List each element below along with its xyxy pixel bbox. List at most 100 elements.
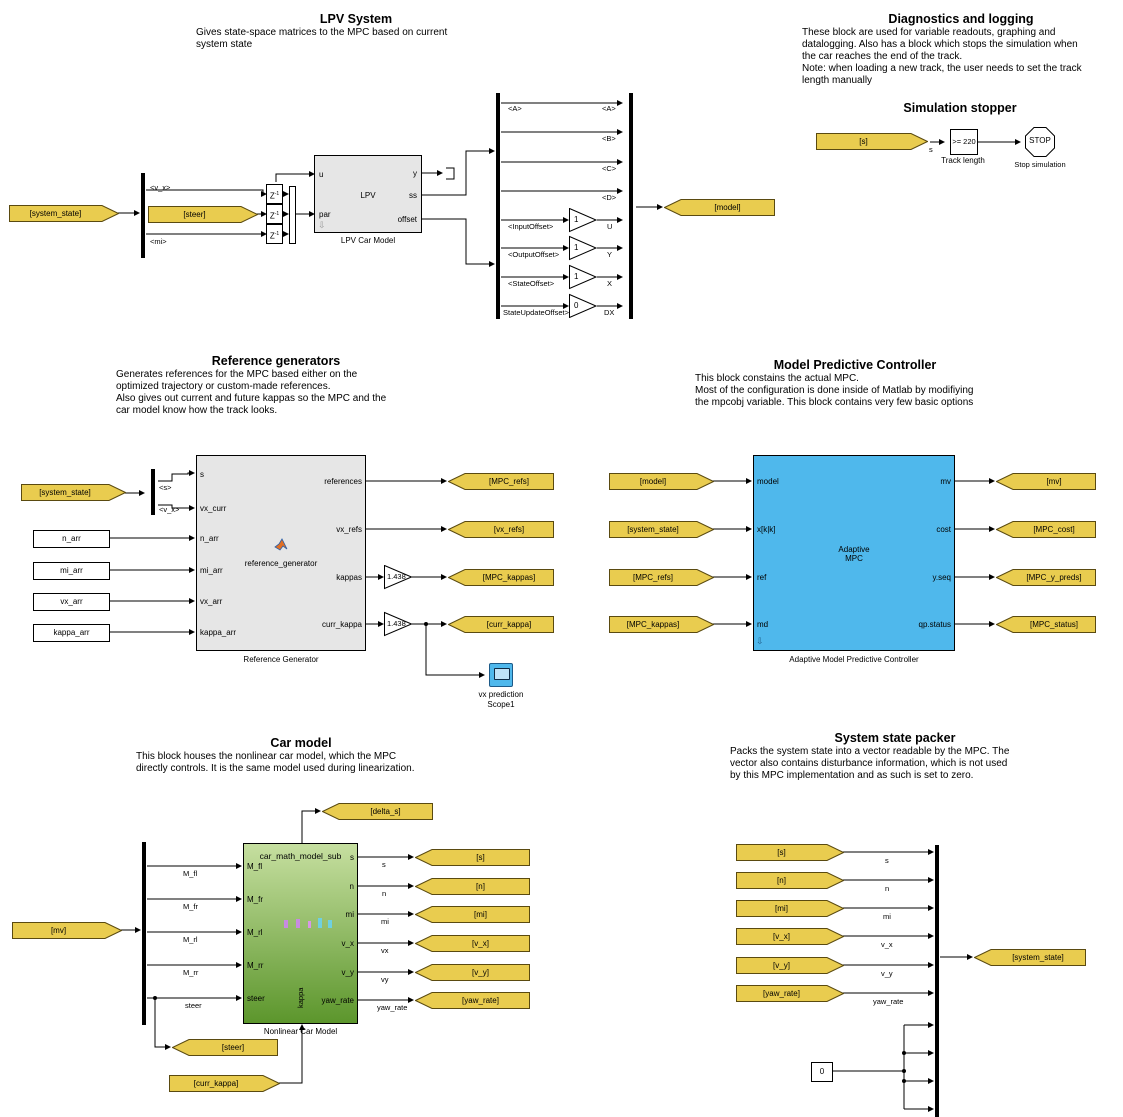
bus-creator-bar[interactable] — [629, 93, 633, 319]
from-tag-system-state[interactable]: [system_state] — [9, 205, 119, 222]
from-tag-s[interactable]: [s] — [816, 133, 928, 150]
tag-label: [v_y] — [472, 968, 489, 977]
tag-label: [steer] — [183, 210, 206, 219]
section-desc: Generates references for the MPC based e… — [116, 369, 436, 417]
goto-tag-mv[interactable]: [mv] — [996, 473, 1096, 490]
port-label: y.seq — [932, 573, 951, 582]
gain-block[interactable] — [384, 565, 413, 590]
goto-tag-mpc-kappas[interactable]: [MPC_kappas] — [448, 569, 554, 586]
gain-block[interactable] — [569, 264, 598, 290]
mux-block[interactable] — [289, 186, 296, 244]
goto-tag-mpc-status[interactable]: [MPC_status] — [996, 616, 1096, 633]
tag-label: [MPC_status] — [1029, 620, 1078, 629]
goto-tag-mpc-refs[interactable]: [MPC_refs] — [448, 473, 554, 490]
goto-tag-delta-s[interactable]: [delta_s] — [322, 803, 433, 820]
from-tag-yaw-rate[interactable]: [yaw_rate] — [736, 985, 844, 1002]
gain-value: 1 — [574, 243, 579, 252]
goto-tag-system-state[interactable]: [system_state] — [974, 949, 1086, 966]
from-tag-s[interactable]: [s] — [736, 844, 844, 861]
tag-label: [system_state] — [1012, 953, 1064, 962]
signal-label: v_x — [881, 940, 893, 949]
goto-tag-mpc-cost[interactable]: [MPC_cost] — [996, 521, 1096, 538]
block-caption: Scope1 — [487, 700, 515, 709]
scope-icon — [494, 668, 510, 680]
block-caption: LPV Car Model — [340, 236, 396, 245]
gain-value: 1.438 — [387, 619, 406, 628]
port-label: vx_arr — [200, 597, 223, 606]
goto-tag-model[interactable]: [model] — [664, 199, 775, 216]
from-tag-steer[interactable]: [steer] — [148, 206, 258, 223]
desc-line: Gives state-space matrices to the MPC ba… — [196, 27, 448, 38]
from-tag-mv[interactable]: [mv] — [12, 922, 122, 939]
goto-tag-v-y[interactable]: [v_y] — [415, 964, 530, 981]
mux-bar[interactable] — [935, 845, 939, 1117]
desc-line: system state — [196, 39, 253, 50]
signal-label: <C> — [602, 164, 617, 173]
section-title: System state packer — [834, 731, 956, 745]
from-tag-v-x[interactable]: [v_x] — [736, 928, 844, 945]
port-label: s — [200, 470, 204, 479]
constant-mi-arr[interactable]: mi_arr — [33, 562, 110, 580]
from-tag-mpc-kappas[interactable]: [MPC_kappas] — [609, 616, 714, 633]
block-caption: Nonlinear Car Model — [263, 1027, 338, 1036]
gain-block[interactable] — [569, 235, 598, 261]
goto-tag-v-x[interactable]: [v_x] — [415, 935, 530, 952]
tag-label: [curr_kappa] — [486, 620, 532, 629]
goto-tag-vx-refs[interactable]: [vx_refs] — [448, 521, 554, 538]
compare-to-constant-block[interactable]: >= 220 — [950, 129, 978, 155]
from-tag-system-state[interactable]: [system_state] — [609, 521, 714, 538]
from-tag-n[interactable]: [n] — [736, 872, 844, 889]
from-tag-curr-kappa[interactable]: [curr_kappa] — [169, 1075, 280, 1092]
compare-label: >= 220 — [952, 137, 976, 146]
constant-zero-block[interactable]: 0 — [811, 1062, 833, 1082]
lpv-block[interactable]: u par y ss offset LPV ⇩ — [314, 155, 422, 233]
const-label: mi_arr — [60, 566, 83, 575]
desc-line: This block constains the actual MPC. — [695, 373, 859, 384]
demux-bar[interactable] — [141, 173, 145, 258]
tag-label: [n] — [476, 882, 485, 891]
car-math-model-block[interactable]: car_math_model_sub M_fl M_fr M_rl M_rr s… — [243, 843, 358, 1024]
from-tag-mi[interactable]: [mi] — [736, 900, 844, 917]
tag-label: [steer] — [221, 1043, 245, 1052]
from-tag-system-state[interactable]: [system_state] — [21, 484, 126, 501]
unit-delay-block[interactable]: Z-1 — [266, 184, 283, 204]
desc-line: length manually — [802, 75, 873, 86]
bus-selector-bar[interactable] — [496, 93, 500, 319]
stop-label: STOP — [1029, 136, 1051, 145]
gain-block[interactable] — [384, 611, 413, 637]
goto-tag-s[interactable]: [s] — [415, 849, 530, 866]
demux-bar[interactable] — [151, 469, 155, 515]
signal-label: StateUpdateOffset> — [503, 308, 569, 317]
demux-bar[interactable] — [142, 842, 146, 1025]
adaptive-mpc-block[interactable]: model x[k|k] ref md mv cost y.seq qp.sta… — [753, 455, 955, 651]
constant-n-arr[interactable]: n_arr — [33, 530, 110, 548]
tag-label: [MPC_refs] — [488, 477, 529, 486]
gain-block[interactable] — [569, 208, 598, 233]
goto-tag-steer[interactable]: [steer] — [172, 1039, 278, 1056]
desc-line: This block houses the nonlinear car mode… — [136, 751, 397, 762]
gain-triangles — [569, 208, 598, 318]
block-label: MPC — [845, 554, 863, 563]
goto-tag-curr-kappa[interactable]: [curr_kappa] — [448, 616, 554, 633]
reference-generator-block[interactable]: s vx_curr n_arr mi_arr vx_arr kappa_arr … — [196, 455, 366, 651]
signal-label: Y — [607, 250, 613, 259]
port-label: v_y — [341, 968, 354, 977]
goto-tag-yaw-rate[interactable]: [yaw_rate] — [415, 992, 530, 1009]
unit-delay-block[interactable]: Z-1 — [266, 224, 283, 244]
stop-block[interactable] — [1025, 127, 1055, 157]
gain-block[interactable] — [569, 293, 598, 318]
from-tag-model[interactable]: [model] — [609, 473, 714, 490]
from-tag-v-y[interactable]: [v_y] — [736, 957, 844, 974]
goto-tag-n[interactable]: [n] — [415, 878, 530, 895]
goto-tag-mpc-y-preds[interactable]: [MPC_y_preds] — [996, 569, 1096, 586]
constant-kappa-arr[interactable]: kappa_arr — [33, 624, 110, 642]
desc-line: Packs the system state into a vector rea… — [730, 746, 1010, 757]
unit-delay-block[interactable]: Z-1 — [266, 204, 283, 224]
port-label: mi — [345, 910, 354, 919]
desc-line: Also gives out current and future kappas… — [116, 393, 387, 404]
goto-tag-mi[interactable]: [mi] — [415, 906, 530, 923]
from-tag-mpc-refs[interactable]: [MPC_refs] — [609, 569, 714, 586]
scope-block[interactable] — [489, 663, 513, 687]
constant-vx-arr[interactable]: vx_arr — [33, 593, 110, 611]
